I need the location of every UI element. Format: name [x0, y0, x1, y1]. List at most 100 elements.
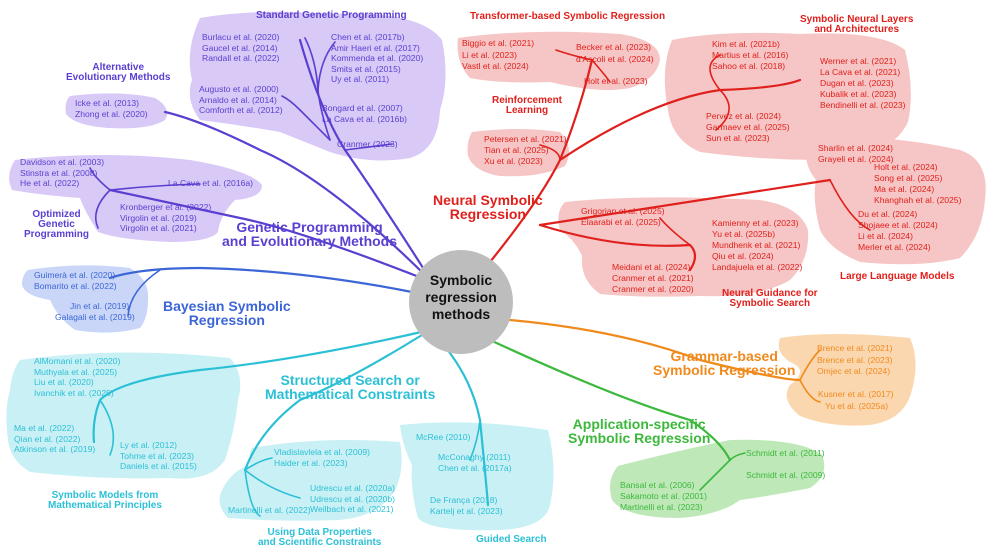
- reference-dp-c-0: Martinelli et al. (2022): [228, 505, 311, 515]
- line-struct-c: [244, 469, 261, 517]
- blob-alt-evo: [65, 93, 168, 129]
- line-ng-a: [659, 217, 691, 246]
- reference-grammar-4: Yu et al. (2025a): [825, 400, 889, 411]
- reference-dp-a-0: Vladislavlela et al. (2009): [274, 447, 371, 457]
- subgroup-transformer: Transformer-based Symbolic Regression: [470, 11, 666, 22]
- reference-math-b-2: Atkinson et al. (2019): [14, 444, 96, 454]
- reference-sgp-a-1: Gaucel et al. (2014): [202, 42, 278, 53]
- reference-snl-b-4: Bendinelli et al. (2023): [820, 100, 906, 110]
- subgroup-math-models: Symbolic Models from Mathematical Princi…: [48, 490, 162, 511]
- reference-snl-c-0: Pervez et al. (2024): [706, 111, 781, 121]
- subgroup-neural-guidance: Neural Guidance for Symbolic Search: [722, 288, 818, 309]
- line-struct-main: [243, 328, 432, 472]
- line-grammar-a: [799, 349, 821, 381]
- subgroup-standard-gp: Standard Genetic Programming: [256, 10, 407, 21]
- line-grammar: [508, 318, 802, 382]
- reference-llm-c-0: Du et al. (2024): [858, 209, 918, 219]
- blob-snl: [664, 32, 911, 160]
- reference-snl-c-1: Garmaev et al. (2025): [706, 122, 790, 132]
- line-math: [92, 328, 432, 444]
- line-app-a: [729, 452, 746, 461]
- branch-title-grammar: Grammar-based Symbolic Regression: [653, 348, 796, 378]
- reference-llm-a-1: Grayeli et al. (2024): [818, 154, 894, 164]
- reference-llm-c-1: Shojaee et al. (2024): [858, 220, 938, 230]
- reference-math-c-2: Daniels et al. (2015): [120, 461, 197, 471]
- reference-dp-b-1: Udrescu et al. (2020b): [310, 493, 396, 504]
- reference-dp-b-0: Udrescu et al. (2020a): [310, 483, 396, 493]
- reference-app-b-2: Martinelli et al. (2023): [620, 502, 703, 512]
- reference-sgp-c-1: Arnaldo et al. (2014): [199, 94, 277, 105]
- reference-llm-c-3: Merler et al. (2024): [858, 242, 931, 252]
- branch-title-app: Application-specific Symbolic Regression: [568, 416, 711, 446]
- line-sgp-e: [344, 143, 393, 151]
- reference-math-a-0: AlMomani et al. (2020): [34, 356, 121, 366]
- reference-opt-b-0: La Cava et al. (2016a): [168, 178, 254, 188]
- line-struct-a: [244, 457, 273, 471]
- blob-llm: [806, 137, 986, 265]
- line-opt-b: [109, 183, 201, 191]
- reference-sgp-d-0: Bongard et al. (2007): [322, 103, 403, 113]
- reference-snl-a-1: Martius et al. (2016): [712, 50, 789, 60]
- blob-bayes: [22, 265, 149, 333]
- reference-bayes-0: Guimerà et al. (2020): [34, 270, 116, 280]
- line-math-c: [99, 399, 115, 456]
- branch-lines: [89, 37, 871, 517]
- blob-math-models: [6, 352, 241, 479]
- subgroup-data-props: Using Data Properties and Scientific Con…: [258, 527, 382, 548]
- reference-snl-b-3: Kubalik et al. (2023): [820, 89, 897, 99]
- subgroup-opt-gp: Optimized Genetic Programming: [24, 209, 90, 240]
- line-tr-c: [591, 59, 611, 83]
- reference-sgp-c-0: Augusto et al. (2000): [199, 84, 279, 94]
- reference-snl-b-1: La Cava et al. (2021): [820, 67, 901, 77]
- reference-tr-a-1: Li et al. (2023): [462, 49, 517, 60]
- reference-math-a-1: Muthyala et al. (2025): [34, 366, 118, 377]
- line-grammar-b: [799, 379, 821, 403]
- line-app: [488, 338, 732, 462]
- line-app-b: [699, 459, 731, 491]
- reference-guided-b-0: McConaghy (2011): [438, 452, 511, 462]
- group-blobs: [6, 11, 986, 531]
- reference-tr-b-1: d'Ascoli et al. (2024): [576, 53, 654, 64]
- line-bayes-sub: [127, 269, 161, 317]
- reference-sgp-a-2: Randall et al. (2022): [202, 53, 280, 63]
- reference-rl-1: Tian et al. (2025): [484, 145, 549, 155]
- reference-guided-c-1: Kartelj et al. (2023): [430, 505, 503, 516]
- reference-llm-a-0: Sharlin et al. (2024): [818, 143, 893, 153]
- blob-grammar: [778, 334, 916, 426]
- reference-guided-c-0: De França (2018): [430, 495, 498, 505]
- reference-guided-a-0: McRee (2010): [416, 432, 471, 442]
- branch-title-gp: Genetic Programming and Evolutionary Met…: [222, 219, 398, 249]
- line-sgp-c: [281, 95, 301, 111]
- line-gp-alt: [163, 110, 434, 284]
- reference-math-b-1: Qian et al. (2022): [14, 433, 81, 444]
- reference-llm-b-1: Song et al. (2025): [874, 173, 943, 183]
- reference-ng-a-0: Grigorian et al. (2025): [581, 206, 665, 216]
- reference-dp-b-2: Weilbach et al. (2021): [310, 504, 394, 514]
- reference-bayes-1: Bomarito et al. (2022): [34, 280, 117, 291]
- reference-sgp-b-0: Chen et al. (2017b): [331, 32, 405, 42]
- line-llm-c: [829, 179, 871, 231]
- blob-guided: [400, 422, 554, 531]
- reference-ng-b-3: Qiu et al. (2024): [712, 251, 774, 261]
- reference-snl-b-2: Dugan et al. (2023): [820, 78, 894, 88]
- reference-ng-b-2: Mundhenk et al. (2021): [712, 240, 801, 250]
- line-llm: [538, 178, 832, 227]
- branch-title-struct: Structured Search or Mathematical Constr…: [265, 372, 436, 402]
- reference-app-b-1: Sakamoto et al. (2001): [620, 491, 707, 501]
- reference-ng-b-0: Kamienny et al. (2023): [712, 218, 799, 228]
- line-opt-c: [94, 189, 111, 229]
- line-snl: [558, 78, 802, 162]
- subgroup-snl: Symbolic Neural Layers and Architectures: [800, 14, 914, 35]
- reference-grammar-2: Omjec et al. (2024): [817, 366, 891, 376]
- reference-opt-a-1: Stinstra et al. (2008): [20, 167, 98, 178]
- line-bayes-main: [108, 266, 414, 294]
- reference-ng-b-4: Landajuela et al. (2022): [712, 262, 803, 272]
- reference-bayes-2: Jin et al. (2019): [70, 301, 130, 311]
- reference-ng-a-1: Elaarabi et al. (2025): [581, 217, 661, 227]
- reference-opt-c-2: Virgolin et al. (2021): [120, 223, 197, 233]
- reference-ng-b-1: Yu et al. (2025b): [712, 229, 776, 239]
- reference-guided-b-1: Chen et al. (2017a): [438, 462, 512, 473]
- reference-sgp-e-0: Cranmer (2023): [337, 139, 398, 149]
- reference-rl-0: Petersen et al. (2021): [484, 134, 567, 144]
